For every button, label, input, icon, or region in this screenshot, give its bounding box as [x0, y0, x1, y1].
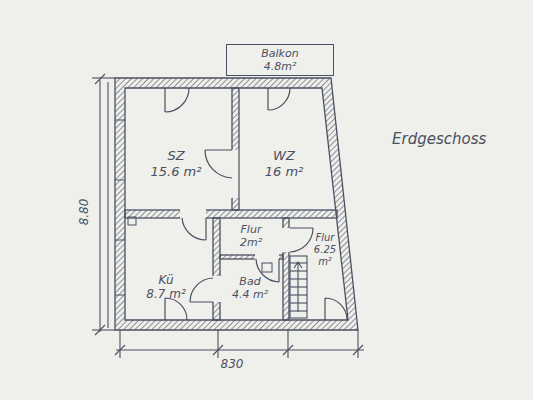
room-name: Flur	[308, 232, 342, 244]
room-label: Flur6.25 m²	[308, 232, 342, 270]
room-name: Bad	[229, 275, 271, 288]
dimension-label: 830	[221, 357, 244, 371]
floor-title: Erdgeschoss	[392, 130, 486, 148]
room-area: 6.25 m²	[308, 244, 342, 268]
room-label: Bad4.4 m²	[229, 275, 271, 303]
room-area: 4.8m²	[227, 60, 333, 73]
inner-wall	[283, 218, 289, 320]
room-name: WZ	[262, 148, 307, 164]
room-name: Balkon	[227, 47, 333, 60]
room-area: 15.6 m²	[148, 164, 205, 180]
dimension-label: 8.80	[77, 199, 91, 226]
room-label: Kü8.7 m²	[143, 273, 188, 304]
stairs	[290, 256, 307, 318]
inner-wall	[125, 210, 337, 218]
windows	[115, 120, 272, 295]
room-name: Kü	[143, 273, 188, 287]
room-label: Flur2m²	[237, 223, 265, 251]
dimension-lines	[92, 74, 364, 358]
room-name: SZ	[148, 148, 205, 164]
room-area: 4.4 m²	[229, 288, 271, 301]
room-label: WZ16 m²	[262, 148, 307, 181]
room-area: 2m²	[237, 236, 265, 249]
room-name: Flur	[237, 223, 265, 236]
room-label: SZ15.6 m²	[148, 148, 205, 181]
inner-wall	[213, 218, 220, 320]
room-area: 8.7 m²	[143, 287, 188, 301]
balcony-box: Balkon4.8m²	[226, 44, 334, 76]
inner-wall	[220, 255, 283, 259]
room-area: 16 m²	[262, 164, 307, 180]
doors	[165, 88, 347, 320]
outer-wall	[115, 78, 358, 330]
walls	[115, 78, 358, 330]
